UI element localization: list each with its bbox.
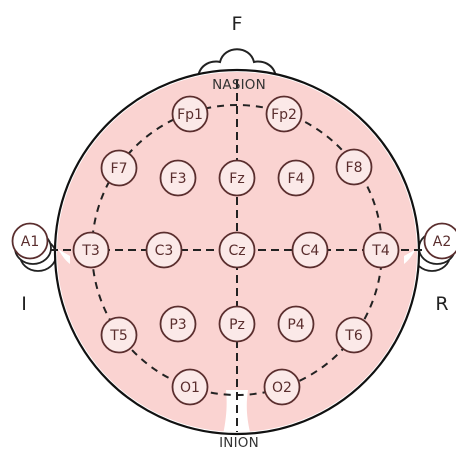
electrode-marker bbox=[159, 159, 197, 197]
electrode-label: T6 bbox=[344, 328, 363, 344]
electrode-c3: C3 bbox=[145, 231, 183, 269]
nasion-label: NASION bbox=[212, 77, 266, 93]
electrode-marker bbox=[335, 148, 373, 186]
electrode-t5: T5 bbox=[100, 316, 138, 354]
electrode-o2: O2 bbox=[263, 368, 301, 406]
electrode-label: T5 bbox=[109, 328, 127, 344]
electrode-label: P4 bbox=[287, 317, 304, 333]
electrode-label: Cz bbox=[228, 243, 245, 259]
electrode-t6: T6 bbox=[335, 316, 373, 354]
electrode-f7: F7 bbox=[100, 149, 138, 187]
electrode-a2: A2 bbox=[423, 222, 456, 260]
electrode-a1: A1 bbox=[11, 222, 49, 260]
front-label: F bbox=[232, 13, 243, 35]
electrode-marker bbox=[100, 149, 138, 187]
electrode-marker bbox=[218, 231, 256, 269]
electrode-p4: P4 bbox=[277, 305, 315, 343]
electrode-marker bbox=[72, 231, 110, 269]
electrode-label: C4 bbox=[301, 243, 320, 259]
electrode-f8: F8 bbox=[335, 148, 373, 186]
electrode-label: P3 bbox=[169, 317, 186, 333]
right-label: R bbox=[435, 293, 448, 315]
electrode-fp2: Fp2 bbox=[265, 95, 303, 133]
electrode-fp1: Fp1 bbox=[171, 95, 209, 133]
electrode-marker bbox=[159, 305, 197, 343]
ear-electrodes: A1 A2 bbox=[11, 222, 456, 260]
electrode-label: Fp1 bbox=[177, 107, 203, 123]
electrode-f4: F4 bbox=[277, 159, 315, 197]
electrode-marker bbox=[218, 159, 256, 197]
electrode-marker bbox=[277, 159, 315, 197]
inion-label: INION bbox=[219, 435, 259, 449]
electrode-marker bbox=[145, 231, 183, 269]
electrode-pz: Pz bbox=[218, 305, 256, 343]
electrode-marker bbox=[100, 316, 138, 354]
electrode-label: Pz bbox=[229, 317, 245, 333]
electrode-fz: Fz bbox=[218, 159, 256, 197]
electrode-f3: F3 bbox=[159, 159, 197, 197]
electrode-marker bbox=[362, 231, 400, 269]
electrode-label: A1 bbox=[21, 234, 39, 250]
electrode-marker bbox=[11, 222, 49, 260]
electrode-label: F8 bbox=[346, 160, 363, 176]
electrode-label: F3 bbox=[170, 171, 187, 187]
electrode-marker bbox=[218, 305, 256, 343]
electrode-label: Fz bbox=[229, 171, 244, 187]
electrode-c4: C4 bbox=[291, 231, 329, 269]
electrode-label: T3 bbox=[81, 243, 99, 259]
electrode-p3: P3 bbox=[159, 305, 197, 343]
electrode-label: F7 bbox=[111, 161, 128, 177]
electrode-marker bbox=[265, 95, 303, 133]
electrode-label: C3 bbox=[155, 243, 174, 259]
electrode-marker bbox=[335, 316, 373, 354]
electrode-marker bbox=[423, 222, 456, 260]
electrode-marker bbox=[277, 305, 315, 343]
left-label: I bbox=[21, 293, 27, 315]
electrode-label: A2 bbox=[433, 234, 451, 250]
electrode-o1: O1 bbox=[171, 368, 209, 406]
electrode-t4: T4 bbox=[362, 231, 400, 269]
electrode-label: O2 bbox=[272, 380, 292, 396]
electrode-label: O1 bbox=[180, 380, 200, 396]
electrode-marker bbox=[171, 95, 209, 133]
electrode-t3: T3 bbox=[72, 231, 110, 269]
electrode-label: T4 bbox=[371, 243, 390, 259]
electrode-marker bbox=[263, 368, 301, 406]
electrode-label: F4 bbox=[288, 171, 305, 187]
electrode-marker bbox=[291, 231, 329, 269]
electrode-label: Fp2 bbox=[271, 107, 297, 123]
electrode-marker bbox=[171, 368, 209, 406]
electrode-cz: Cz bbox=[218, 231, 256, 269]
